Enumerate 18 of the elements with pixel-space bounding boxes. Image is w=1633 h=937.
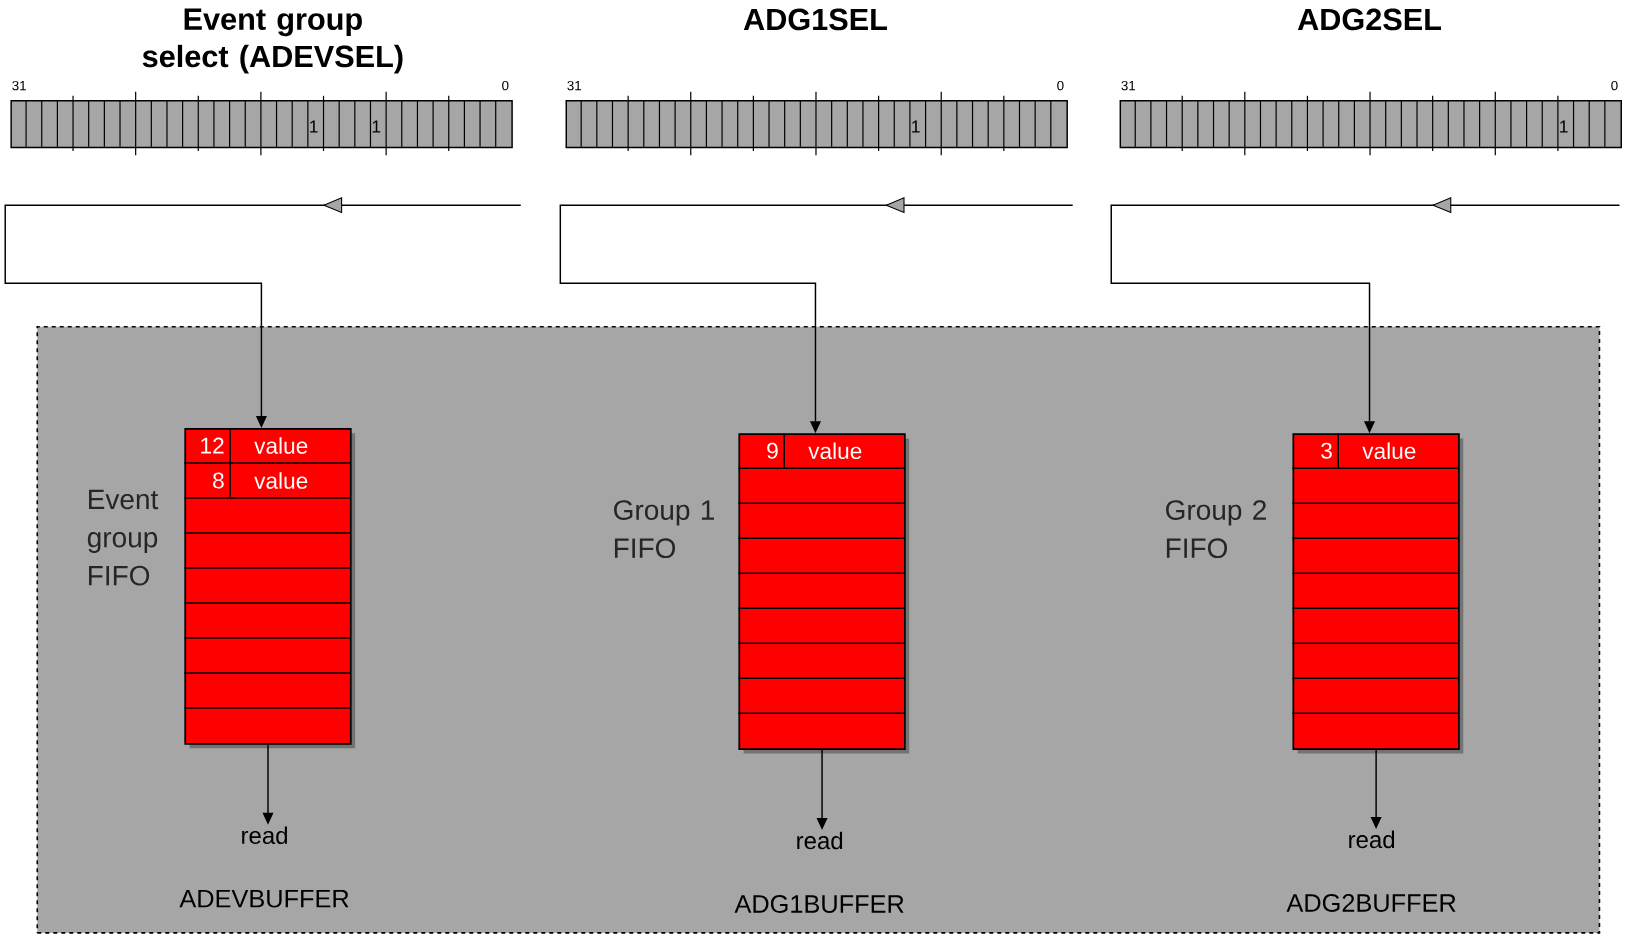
- read-label: read: [797, 831, 843, 850]
- register-title: ADG2SEL: [1297, 8, 1441, 31]
- fifo-label: Event group FIFO: [87, 489, 159, 586]
- bit-number: 31: [567, 80, 581, 91]
- register-name: ADG1BUFFER: [734, 895, 904, 913]
- fifo-label: Group 2 FIFO: [1166, 500, 1266, 559]
- register-title: Event group select (ADEVSEL): [142, 8, 403, 74]
- bit-number: 0: [1611, 80, 1618, 91]
- bit-number: 0: [1057, 80, 1064, 91]
- register-name: ADG2BUFFER: [1286, 893, 1456, 912]
- read-label: read: [1349, 830, 1395, 849]
- bit-number: 31: [12, 80, 26, 91]
- register-name: ADEVBUFFER: [179, 889, 349, 908]
- read-label: read: [242, 826, 287, 845]
- register-title: ADG1SEL: [743, 8, 887, 31]
- bit-number: 31: [1121, 80, 1136, 91]
- bit-number: 0: [502, 80, 509, 91]
- fifo-label: Group 1 FIFO: [614, 500, 714, 559]
